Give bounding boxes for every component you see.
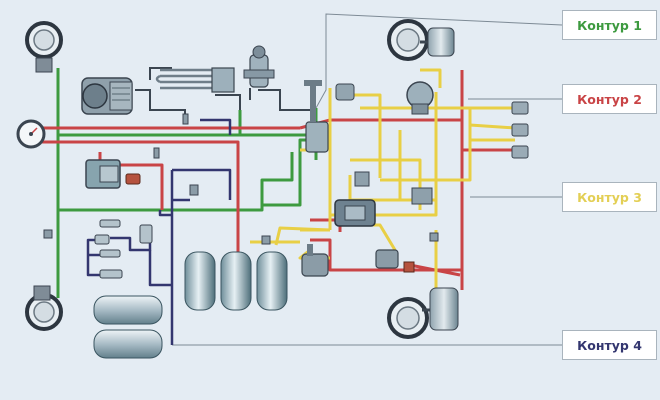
pressure-regulator (243, 45, 275, 88)
leader-c1 (315, 13, 563, 109)
air-tank-3 (256, 251, 288, 311)
brake-valve (304, 80, 329, 153)
auxiliary-consumers (94, 219, 153, 279)
misc-lines (135, 67, 312, 118)
circuit-2-label: Контур 2 (562, 84, 657, 114)
front-right-wheel-brake (387, 19, 455, 61)
pressure-gauge (16, 119, 46, 149)
air-tank-1 (184, 251, 216, 311)
parking-brake-valve (301, 244, 329, 277)
circuit-1-label: Контур 1 (562, 10, 657, 40)
center-valve-cluster (334, 171, 433, 227)
compressor (81, 77, 133, 115)
leader-lines (172, 13, 563, 346)
rear-left-wheel-brake (25, 285, 63, 331)
circuit-4-label: Контур 4 (562, 330, 657, 360)
four-circuit-protection-valve (85, 159, 141, 189)
right-connectors (511, 101, 529, 159)
circuit-3-label: Контур 3 (562, 182, 657, 212)
air-tank-horizontal-2 (93, 329, 163, 359)
front-axle-valve (406, 81, 434, 115)
circuit-4-lines (86, 118, 232, 345)
rear-right-wheel-brake (387, 287, 459, 339)
air-tank-2 (220, 251, 252, 311)
small-fittings (43, 113, 439, 245)
front-left-wheel-brake (25, 21, 63, 73)
air-tank-horizontal-1 (93, 295, 163, 325)
relay-valve-top (335, 83, 355, 101)
cooling-coil (155, 67, 235, 93)
rear-relay-valve (375, 249, 415, 273)
